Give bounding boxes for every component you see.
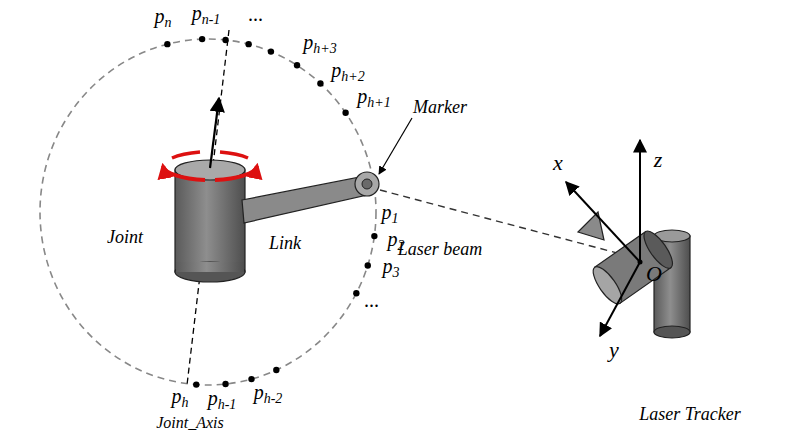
trajectory-point (222, 381, 228, 387)
origin-label: O (646, 262, 662, 286)
link-label: Link (269, 234, 301, 254)
rotation-arrow (215, 166, 257, 180)
rotation-arrow (172, 152, 200, 158)
point-label: p3 (383, 255, 400, 281)
marker-ball (362, 179, 372, 189)
link-bar (242, 176, 367, 223)
trajectory-point (268, 48, 274, 54)
y-axis (600, 262, 640, 336)
trajectory-point (193, 381, 199, 387)
trajectory-point (353, 290, 359, 296)
axis-label: x (553, 151, 563, 175)
trajectory-point (371, 233, 377, 239)
z-axis (639, 140, 641, 262)
joint-label: Joint (107, 228, 143, 248)
point-dots (164, 36, 377, 388)
origin-dot (638, 260, 643, 265)
trajectory-point (317, 80, 323, 86)
trajectory-point (164, 41, 170, 47)
tracker-label: Laser Tracker (639, 405, 741, 425)
axis-label: y (609, 338, 619, 362)
rotation-arrow-back (170, 151, 200, 158)
marker-label: Marker (413, 98, 467, 118)
laser-tracker (578, 212, 690, 338)
rotation-arrow (220, 152, 248, 158)
point-label: pn (155, 5, 172, 31)
x-axis (566, 182, 640, 262)
trajectory-point (294, 62, 300, 68)
beam-label: Laser beam (398, 240, 483, 260)
point-label: pn-1 (192, 2, 221, 28)
point-label: ph-2 (254, 381, 283, 407)
axis-arrow (210, 98, 219, 168)
trajectory-point (245, 41, 251, 47)
leader-line (379, 118, 412, 174)
point-label: ph+1 (357, 85, 390, 111)
point-label: ph+3 (303, 31, 336, 57)
point-label: ph (172, 385, 189, 411)
rotation-arrow-back (220, 151, 250, 158)
ellipsis: ... (249, 3, 264, 25)
point-label: p1 (382, 201, 399, 227)
rotation-arrow (163, 166, 205, 180)
trajectory-point (342, 110, 348, 116)
trajectory-point (365, 262, 371, 268)
point-label: ph-1 (208, 387, 237, 413)
axis-label: z (654, 148, 663, 172)
trajectory-point (273, 367, 279, 373)
trajectory-circle (40, 39, 376, 385)
marker-ball (355, 172, 379, 196)
axis-name-label: Joint_Axis (156, 414, 224, 432)
trajectory-point (222, 37, 228, 43)
point-label: ph+2 (331, 59, 364, 85)
trajectory-point (199, 36, 205, 42)
ellipsis: ... (365, 289, 380, 311)
